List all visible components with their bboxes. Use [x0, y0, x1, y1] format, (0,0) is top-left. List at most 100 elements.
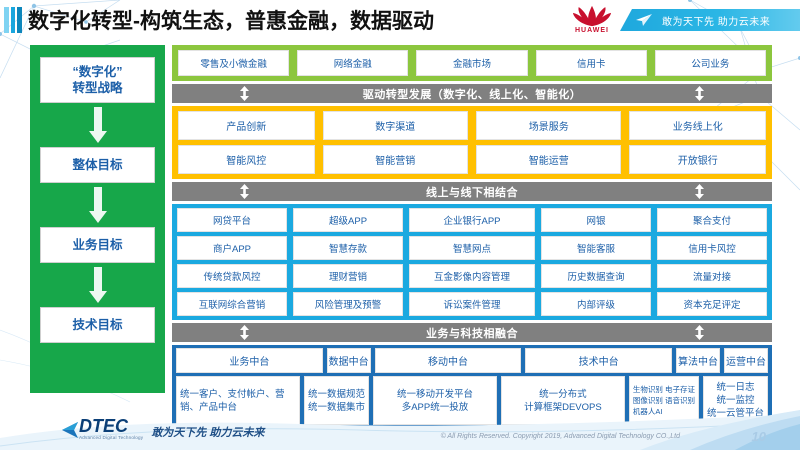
divider-online-offline: 线上与线下相结合 [172, 182, 772, 201]
application-item[interactable]: 内部评级 [540, 292, 651, 316]
divider-business-tech-fusion: 业务与科技相融合 [172, 323, 772, 342]
platform-detail-row: 统一客户、支付帐户、营销、产品中台 统一数据规范 统一数据集市 统一移动开发平台… [176, 376, 768, 425]
platform-header[interactable]: 数据中台 [326, 348, 371, 373]
application-item[interactable]: 互联网综合营销 [177, 292, 288, 316]
platform-header[interactable]: 算法中台 [676, 348, 721, 373]
platform-detail-line: 统一监控 [716, 395, 755, 406]
capability-item[interactable]: 智能营销 [322, 145, 468, 174]
capability-item[interactable]: 智能风控 [178, 145, 315, 174]
divider-label: 线上与线下相结合 [426, 186, 518, 199]
business-line-item[interactable]: 零售及小微金融 [178, 50, 290, 76]
double-arrow-icon [695, 86, 704, 101]
application-band: 网贷平台 超级APP 企业银行APP 网银 聚合支付 商户APP 智慧存款 智慧… [172, 204, 772, 320]
platform-detail-line: 统一日志 [716, 382, 755, 393]
business-line-item[interactable]: 信用卡 [535, 50, 647, 76]
application-item[interactable]: 聚合支付 [656, 208, 767, 232]
slogan-ribbon: 敢为天下先 助力云未来 [620, 9, 800, 31]
strategy-box-line2: 转型战略 [72, 81, 123, 95]
platform-detail[interactable]: 统一客户、支付帐户、营销、产品中台 [176, 376, 300, 425]
double-arrow-icon [240, 184, 249, 199]
application-row: 传统贷款风控 理财营销 互金影像内容管理 历史数据查询 流量对接 [177, 264, 767, 288]
platform-detail[interactable]: 统一数据规范 统一数据集市 [303, 376, 369, 425]
application-item[interactable]: 企业银行APP [409, 208, 535, 232]
strategy-box-technology-goal[interactable]: 技术目标 [40, 307, 155, 343]
platform-detail-text: 统一客户、支付帐户、营销、产品中台 [180, 388, 285, 413]
strategy-box-digital-transformation[interactable]: “数字化” 转型战略 [40, 57, 155, 103]
business-line-item[interactable]: 网络金融 [297, 50, 409, 76]
flow-column: 零售及小微金融 网络金融 金融市场 信用卡 公司业务 驱动转型发展（数字化、线上… [172, 45, 772, 428]
capability-row: 产品创新 数字渠道 场景服务 业务线上化 [178, 111, 766, 140]
capability-item[interactable]: 业务线上化 [629, 111, 766, 140]
capability-band: 产品创新 数字渠道 场景服务 业务线上化 智能风控 智能营销 智能运营 开放银行 [172, 106, 772, 179]
page-title: 数字化转型-构筑生态，普惠金融，数据驱动 [28, 10, 434, 33]
platform-detail[interactable]: 统一分布式 计算框架DEVOPS [500, 376, 625, 425]
application-item[interactable]: 理财营销 [293, 264, 404, 288]
double-arrow-icon [695, 325, 704, 340]
capability-item[interactable]: 场景服务 [476, 111, 622, 140]
application-item[interactable]: 网银 [540, 208, 651, 232]
application-item[interactable]: 互金影像内容管理 [409, 264, 535, 288]
page-footer: DTEC Advanced Digital Technology 敢为天下先 助… [0, 408, 800, 450]
capability-item[interactable]: 产品创新 [178, 111, 315, 140]
dtec-slogan: 敢为天下先 助力云未来 [151, 427, 265, 439]
diagram-stage: “数字化” 转型战略 整体目标 业务目标 技术目标 零售及小微金融 网络金融 金… [0, 40, 800, 428]
platform-detail-line: 统一数据规范 [307, 388, 365, 400]
footer-swoosh-decoration [0, 410, 800, 450]
platform-detail[interactable]: 生物识别 电子存证 图像识别 语音识别 机器人AI [628, 376, 699, 425]
platform-detail-line: 统一移动开发平台 [396, 388, 473, 400]
application-item[interactable]: 流量对接 [656, 264, 767, 288]
business-lines-band: 零售及小微金融 网络金融 金融市场 信用卡 公司业务 [172, 45, 772, 81]
dtec-logo-block: DTEC Advanced Digital Technology 敢为天下先 助… [62, 417, 265, 441]
capability-item[interactable]: 智能运营 [476, 145, 622, 174]
application-item[interactable]: 商户APP [177, 236, 288, 260]
strategy-column: “数字化” 转型战略 整体目标 业务目标 技术目标 [30, 45, 165, 393]
application-item[interactable]: 传统贷款风控 [177, 264, 288, 288]
brand-area: HUAWEI 敢为天下先 助力云未来 [566, 0, 800, 40]
double-arrow-icon [240, 325, 249, 340]
capability-item[interactable]: 开放银行 [629, 145, 766, 174]
platform-detail[interactable]: 统一移动开发平台 多APP统一投放 [372, 376, 497, 425]
huawei-wordmark: HUAWEI [575, 27, 609, 34]
application-item[interactable]: 网贷平台 [177, 208, 288, 232]
platform-detail-line: 计算框架DEVOPS [524, 401, 602, 413]
application-item[interactable]: 资本充足评定 [656, 292, 767, 316]
application-item[interactable]: 智能客服 [540, 236, 651, 260]
divider-label: 业务与科技相融合 [426, 327, 518, 340]
huawei-logo: HUAWEI [566, 5, 618, 35]
capability-item[interactable]: 数字渠道 [322, 111, 468, 140]
arrow-down-icon [88, 107, 107, 143]
application-row: 网贷平台 超级APP 企业银行APP 网银 聚合支付 [177, 208, 767, 232]
strategy-box-line1: “数字化” [72, 65, 123, 79]
paper-plane-icon [636, 14, 652, 26]
application-item[interactable]: 历史数据查询 [540, 264, 651, 288]
application-item[interactable]: 智慧网点 [409, 236, 535, 260]
page-header: 数字化转型-构筑生态，普惠金融，数据驱动 HUAWEI 敢为天下先 助力云未来 [0, 0, 800, 40]
platform-header[interactable]: 运营中台 [724, 348, 769, 373]
platform-header[interactable]: 移动中台 [374, 348, 522, 373]
divider-drive-transformation: 驱动转型发展（数字化、线上化、智能化） [172, 84, 772, 103]
platform-detail-line: 机器人AI [632, 407, 663, 416]
application-item[interactable]: 风险管理及预警 [293, 292, 404, 316]
double-arrow-icon [240, 86, 249, 101]
business-line-item[interactable]: 金融市场 [416, 50, 528, 76]
application-item[interactable]: 信用卡风控 [656, 236, 767, 260]
platform-detail-line: 多APP统一投放 [401, 401, 469, 413]
platform-header-row: 业务中台 数据中台 移动中台 技术中台 算法中台 运营中台 [176, 348, 769, 373]
application-item[interactable]: 智慧存款 [293, 236, 404, 260]
divider-label: 驱动转型发展（数字化、线上化、智能化） [362, 88, 582, 101]
platform-detail-line: 统一分布式 [539, 388, 587, 400]
capability-row: 智能风控 智能营销 智能运营 开放银行 [178, 145, 766, 174]
platform-detail-line: 统一云管平台 [706, 408, 764, 419]
application-item[interactable]: 诉讼案件管理 [409, 292, 535, 316]
business-line-item[interactable]: 公司业务 [654, 50, 767, 76]
ribbon-slogan-text: 敢为天下先 助力云未来 [662, 16, 771, 28]
platform-header[interactable]: 业务中台 [176, 348, 323, 373]
platform-header[interactable]: 技术中台 [525, 348, 673, 373]
double-arrow-icon [695, 184, 704, 199]
title-accent-bars-icon [4, 7, 23, 33]
application-item[interactable]: 超级APP [293, 208, 404, 232]
strategy-box-overall-goal[interactable]: 整体目标 [40, 147, 155, 183]
platform-band: 业务中台 数据中台 移动中台 技术中台 算法中台 运营中台 统一客户、支付帐户、… [172, 345, 772, 428]
dtec-logo: DTEC Advanced Digital Technology [62, 417, 143, 441]
strategy-box-business-goal[interactable]: 业务目标 [40, 227, 155, 263]
